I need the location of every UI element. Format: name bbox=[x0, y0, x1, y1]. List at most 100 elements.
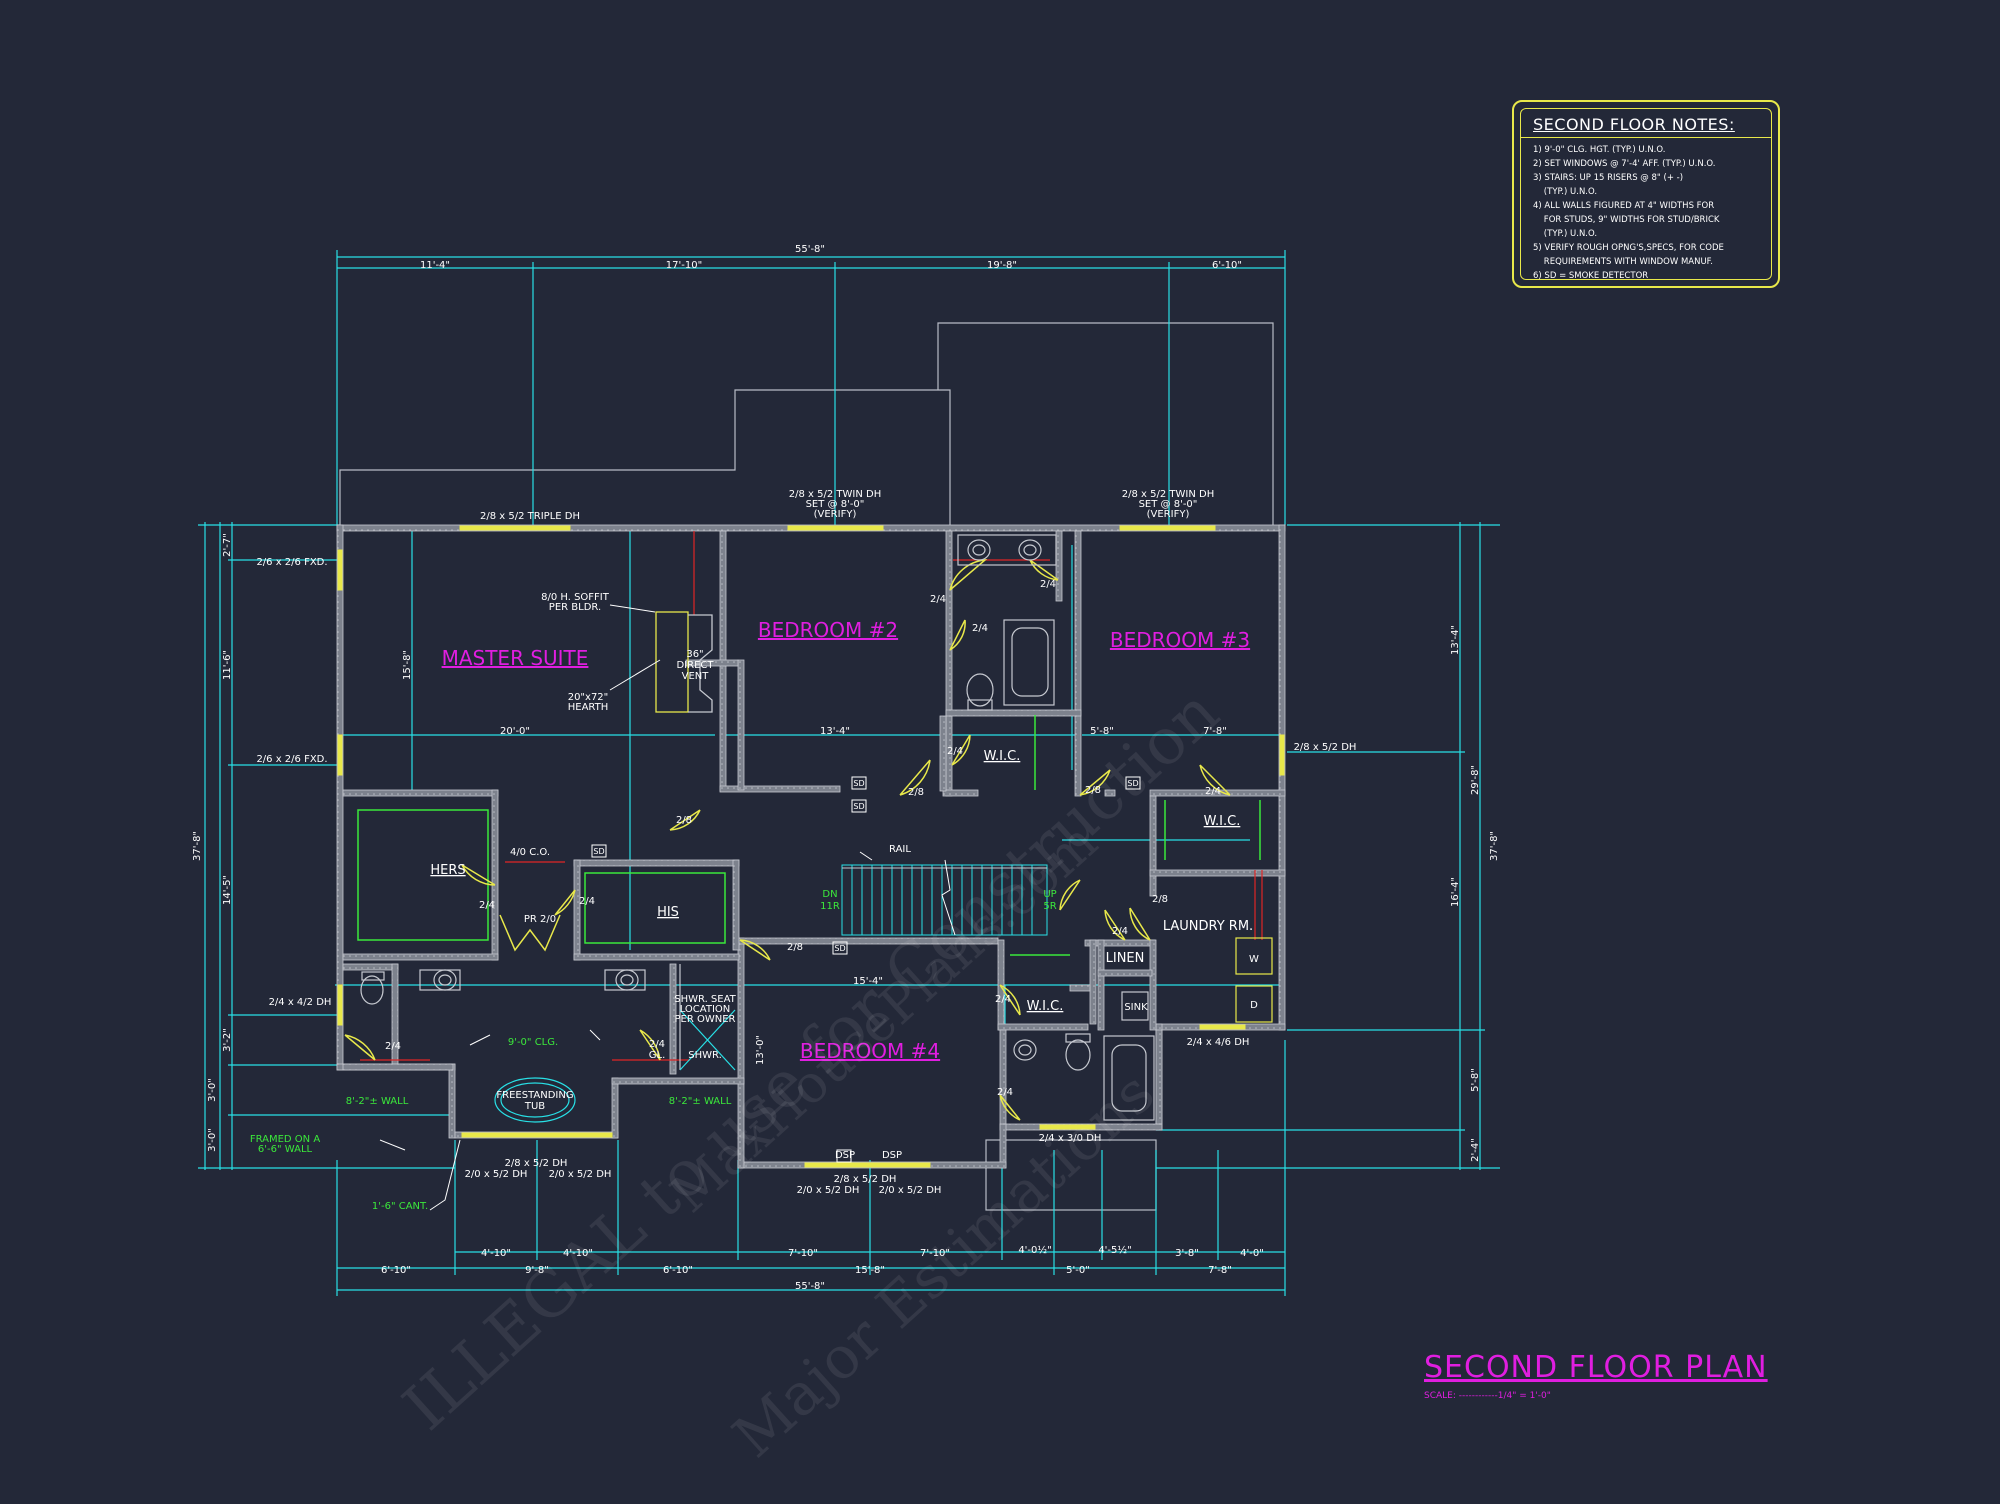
dsp-label: DSP bbox=[882, 1150, 902, 1161]
hearth-note: 20"x72" bbox=[568, 692, 609, 703]
tub-label: FREESTANDING bbox=[496, 1090, 573, 1101]
window-label: SET @ 8'-0" bbox=[806, 499, 865, 510]
second-floor-notes: SECOND FLOOR NOTES: 1) 9'-0" CLG. HGT. (… bbox=[1512, 100, 1780, 288]
dim-bottom-row2: 6'-10" bbox=[381, 1265, 411, 1276]
room-label-bedroom-3: BEDROOM #3 bbox=[1110, 628, 1250, 652]
window-label: 2/4 x 3/0 DH bbox=[1039, 1133, 1102, 1144]
room-label-bedroom-2: BEDROOM #2 bbox=[758, 618, 898, 642]
dim-bottom-row1: 7'-10" bbox=[920, 1248, 950, 1259]
window-label: (VERIFY) bbox=[1147, 509, 1190, 520]
room-label-wic: W.I.C. bbox=[1027, 999, 1064, 1014]
dimension-lines bbox=[198, 250, 1500, 1296]
sd-label: SD bbox=[593, 847, 604, 856]
stair-up-risers: 5R bbox=[1043, 901, 1056, 912]
dim-top-seg: 11'-4" bbox=[420, 260, 450, 271]
door-size-label: 2/4 bbox=[1112, 926, 1128, 937]
door-size-label: 2/4 bbox=[1205, 786, 1221, 797]
dim-bottom-overall: 55'-8" bbox=[795, 1281, 825, 1292]
annotations: 2/8 x 5/2 TRIPLE DH 2/8 x 5/2 TWIN DH SE… bbox=[256, 489, 1356, 1196]
green-annotations: 9'-0" CLG. 8'-2"± WALL 8'-2"± WALL FRAME… bbox=[250, 889, 1057, 1212]
dryer-label: D bbox=[1250, 1000, 1258, 1011]
note-item: 4) ALL WALLS FIGURED AT 4" WIDTHS FOR bbox=[1533, 201, 1715, 211]
dim-bottom-row2: 6'-10" bbox=[663, 1265, 693, 1276]
dim-bottom-row1: 4'-5½" bbox=[1098, 1244, 1131, 1256]
dim-left-seg: 11'-6" bbox=[222, 650, 233, 680]
dim-top-seg: 6'-10" bbox=[1212, 260, 1242, 271]
plan-title: SECOND FLOOR PLAN bbox=[1424, 1350, 1768, 1385]
pair-door-note: PR 2/0 bbox=[524, 914, 556, 925]
door-size-label: 2/4 bbox=[385, 1041, 401, 1052]
door-size-label: 2/4 bbox=[579, 896, 595, 907]
door-size-label: 2/4 bbox=[995, 994, 1011, 1005]
dim-left-seg: 2'-7" bbox=[222, 533, 233, 557]
dim-b3-width2: 5'-8" bbox=[1090, 726, 1114, 737]
sd-label: SD bbox=[1127, 779, 1138, 788]
window-label: 2/4 x 4/6 DH bbox=[1187, 1037, 1250, 1048]
small-room-labels: HERS HIS W.I.C. W.I.C. W.I.C. LAUNDRY RM… bbox=[430, 749, 1253, 1014]
door-size-label: 2/8 bbox=[676, 815, 692, 826]
dim-b2-width: 13'-4" bbox=[820, 726, 850, 737]
door-labels: 2/4 2/4 2/4 2/4 2/8 2/8 2/8 2/4 2/4 2/4 … bbox=[385, 579, 1221, 1098]
dimension-text: 55'-8" 11'-4" 17'-10" 19'-8" 6'-10" 55'-… bbox=[381, 244, 1264, 1292]
room-label-linen: LINEN bbox=[1106, 951, 1145, 966]
smoke-detectors bbox=[591, 776, 1141, 1163]
dim-b4-width: 15'-4" bbox=[853, 976, 883, 987]
vent-note: VENT bbox=[682, 671, 710, 682]
plan-scale: SCALE: ------------1/4" = 1'-0" bbox=[1424, 1391, 1551, 1401]
notes-divider bbox=[1521, 137, 1771, 138]
door-size-label: 2/8 bbox=[787, 942, 803, 953]
glass-label: 2/4 bbox=[649, 1039, 665, 1050]
dim-right-seg: 29'-8" bbox=[1470, 765, 1481, 795]
plumbing-fixtures bbox=[360, 534, 1273, 1123]
note-item: (TYP.) U.N.O. bbox=[1533, 187, 1598, 197]
stair-down-label: DN bbox=[822, 889, 837, 900]
shower-seat-note: SHWR. SEAT bbox=[674, 994, 736, 1005]
note-item: (TYP.) U.N.O. bbox=[1533, 229, 1598, 239]
leader-lines bbox=[379, 604, 873, 1211]
door-size-label: 2/8 bbox=[1085, 785, 1101, 796]
dim-right-overall: 37'-8" bbox=[1489, 831, 1500, 861]
dim-right-seg: 13'-4" bbox=[1450, 625, 1461, 655]
window-label: 2/4 x 4/2 DH bbox=[269, 997, 332, 1008]
dim-master-width: 20'-0" bbox=[500, 726, 530, 737]
vertical-dimension-text: 37'-8" 2'-7" 11'-6" 14'-5" 3'-2" 3'-0" 3… bbox=[192, 533, 1500, 1162]
dim-left-seg: 3'-0" bbox=[207, 1128, 218, 1152]
dim-b3-width: 7'-8" bbox=[1203, 726, 1227, 737]
dim-left-seg: 3'-0" bbox=[207, 1078, 218, 1102]
sd-label: SD bbox=[853, 802, 864, 811]
room-label-master-suite: MASTER SUITE bbox=[442, 646, 589, 670]
window-label: SET @ 8'-0" bbox=[1139, 499, 1198, 510]
closet-shelves bbox=[357, 715, 1261, 956]
room-label-bedroom-4: BEDROOM #4 bbox=[800, 1039, 940, 1063]
dim-top-seg: 19'-8" bbox=[987, 260, 1017, 271]
window-label: 2/6 x 2/6 FXD. bbox=[256, 557, 327, 568]
note-item: FOR STUDS, 9" WIDTHS FOR STUD/BRICK bbox=[1533, 215, 1720, 225]
room-label-hers: HERS bbox=[430, 863, 465, 878]
wall-height-note: 8'-2"± WALL bbox=[669, 1096, 732, 1107]
notes-list: 1) 9'-0" CLG. HGT. (TYP.) U.N.O. 2) SET … bbox=[1533, 143, 1763, 283]
window-label: 2/0 x 5/2 DH bbox=[797, 1185, 860, 1196]
framed-note: 6'-6" WALL bbox=[258, 1144, 313, 1155]
room-label-wic: W.I.C. bbox=[1204, 814, 1241, 829]
window-label: 2/8 x 5/2 DH bbox=[505, 1158, 568, 1169]
wall-height-note: 8'-2"± WALL bbox=[346, 1096, 409, 1107]
cant-note: 1'-6" CANT. bbox=[372, 1201, 428, 1212]
note-item: 2) SET WINDOWS @ 7'-4' AFF. (TYP.) U.N.O… bbox=[1533, 159, 1716, 169]
washer-label: W bbox=[1249, 954, 1259, 965]
door-size-label: 2/4 bbox=[947, 746, 963, 757]
dim-bottom-row1: 4'-0½" bbox=[1018, 1244, 1051, 1256]
dim-left-seg: 3'-2" bbox=[222, 1028, 233, 1052]
window-label: 2/8 x 5/2 DH bbox=[1294, 742, 1357, 753]
window-label: 2/0 x 5/2 DH bbox=[549, 1169, 612, 1180]
note-item: 6) SD = SMOKE DETECTOR bbox=[1533, 271, 1649, 281]
room-label-laundry: LAUNDRY RM. bbox=[1163, 919, 1253, 934]
window-label: 2/0 x 5/2 DH bbox=[465, 1169, 528, 1180]
dim-b4-height: 13'-0" bbox=[755, 1035, 766, 1065]
ceiling-note: 9'-0" CLG. bbox=[508, 1037, 558, 1048]
window-label: 2/8 x 5/2 TWIN DH bbox=[789, 489, 881, 500]
dim-top-seg: 17'-10" bbox=[666, 260, 702, 271]
room-label-his: HIS bbox=[657, 905, 679, 920]
door-size-label: 2/4 bbox=[1040, 579, 1056, 590]
